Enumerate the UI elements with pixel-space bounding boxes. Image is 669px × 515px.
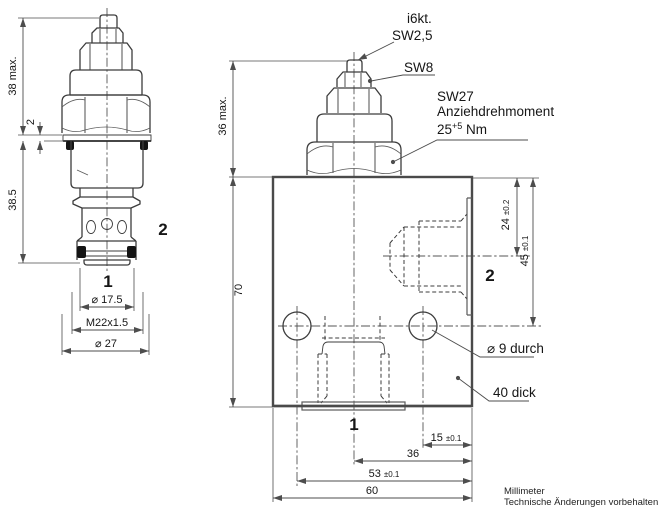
dim-175-text: ⌀ 17.5 bbox=[91, 294, 122, 306]
callout-hole-text: ⌀ 9 durch bbox=[487, 341, 544, 356]
dim-15-value: 15 bbox=[431, 432, 443, 444]
cartridge-cap-body bbox=[69, 69, 143, 96]
head-cap-nut bbox=[326, 87, 382, 113]
cross-hole-center bbox=[101, 218, 113, 230]
cartridge-nose-body bbox=[81, 208, 132, 237]
leader-sw8 bbox=[370, 74, 435, 82]
leader-sw27-dot bbox=[390, 159, 396, 165]
cartridge-seal-land bbox=[76, 236, 137, 260]
cartridge-port1-label: 1 bbox=[103, 272, 112, 291]
mounting-hole-right bbox=[408, 311, 438, 341]
dim-36max-text: 36 max. bbox=[217, 96, 229, 135]
cartridge-locknut-facets bbox=[99, 29, 117, 43]
callout-sw27-text: SW27 bbox=[437, 89, 474, 104]
callout-sw8-text: SW8 bbox=[404, 60, 433, 75]
head-hex-facets bbox=[332, 143, 376, 173]
dim-45-tol: ±0.1 bbox=[521, 235, 530, 251]
head-cap-nut-facets bbox=[337, 89, 370, 113]
port2-cavity bbox=[389, 197, 472, 316]
head-adjust-stem bbox=[346, 59, 363, 72]
dim-15-tol: ±0.1 bbox=[446, 434, 462, 443]
leader-thickness-dot bbox=[455, 375, 461, 381]
dim-53-text: 53±0.1 bbox=[369, 468, 400, 480]
backup-ring-lines bbox=[86, 250, 127, 257]
cartridge-flange bbox=[72, 188, 141, 209]
oring-right bbox=[140, 141, 148, 150]
dim-45-value: 45 bbox=[519, 254, 531, 266]
port1-counterbore bbox=[321, 341, 386, 355]
block-port1-label: 1 bbox=[349, 415, 358, 434]
footer-disclaimer-text: Technische Änderungen vorbehalten bbox=[504, 497, 658, 508]
dim-45-text: 45 ±0.1 bbox=[519, 235, 531, 266]
installed-valve-head bbox=[306, 59, 402, 175]
leader-thickness bbox=[457, 377, 529, 402]
cartridge-hex-facets bbox=[84, 97, 128, 133]
port1-thread-hidden bbox=[317, 353, 390, 404]
cartridge-dimensions: 38 max. 2 38.5 ⌀ 17.5 M22x1.5 ⌀ 27 bbox=[7, 17, 150, 355]
cartridge-hex-facet-arcs bbox=[61, 98, 151, 132]
head-hex-sw27 bbox=[306, 141, 402, 175]
cross-hole-right bbox=[117, 220, 127, 234]
port2-spotface bbox=[466, 197, 472, 316]
callout-sw25-text: SW2,5 bbox=[392, 28, 433, 43]
dim-38max-text: 38 max. bbox=[7, 56, 19, 95]
head-cap-body bbox=[316, 113, 393, 142]
callout-thickness-text: 40 dick bbox=[493, 385, 536, 400]
dim-70-text: 70 bbox=[233, 284, 245, 296]
callout-torque-label: Anziehdrehmoment bbox=[437, 104, 554, 119]
dim-175-extensions bbox=[79, 268, 135, 311]
cartridge-hex-sw27 bbox=[61, 94, 151, 133]
cross-hole-left bbox=[86, 220, 96, 234]
leader-hole bbox=[431, 329, 534, 358]
nose-seal-left bbox=[77, 246, 86, 258]
dim-60-text: 60 bbox=[366, 485, 378, 497]
torque-base: 25 bbox=[437, 122, 452, 137]
cartridge-port2-label: 2 bbox=[158, 220, 167, 239]
dim-24-value: 24 bbox=[500, 218, 512, 230]
thread-runout-mark bbox=[76, 169, 89, 176]
cartridge-side-view: 1 2 bbox=[61, 8, 168, 291]
torque-unit: Nm bbox=[462, 122, 487, 137]
leader-sw27 bbox=[392, 139, 528, 163]
cavity-nose-bore bbox=[324, 316, 381, 340]
mounting-hole-left bbox=[282, 311, 312, 341]
oring-left bbox=[66, 141, 74, 150]
dim-27-text: ⌀ 27 bbox=[95, 338, 117, 350]
dim-2-text: 2 bbox=[25, 119, 37, 125]
dim-m22-text: M22x1.5 bbox=[86, 317, 128, 329]
port1-cavity bbox=[273, 316, 472, 411]
footer-unit-text: Millimeter bbox=[504, 486, 545, 497]
callout-torque-value: 25+5 Nm bbox=[437, 121, 487, 137]
head-hex-facet-arcs bbox=[306, 145, 402, 174]
torque-sup: +5 bbox=[452, 121, 462, 131]
block-port2-label: 2 bbox=[485, 266, 494, 285]
dim-36-text: 36 bbox=[407, 448, 419, 460]
block-dimensions: 36 max. 70 24±0.2 45±0.1 15±0.1 36 53±0.… bbox=[217, 60, 539, 502]
callouts: i6kt. SW2,5 SW8 SW27 Anziehdrehmoment 25… bbox=[357, 11, 554, 402]
dim-24-tol: ±0.2 bbox=[502, 199, 511, 215]
port2-hidden-profile bbox=[389, 213, 468, 300]
cartridge-cap-nut-facets bbox=[89, 44, 123, 70]
dim-53-value: 53 bbox=[369, 468, 381, 480]
dim-53-tol: ±0.1 bbox=[384, 470, 400, 479]
cartridge-threaded-body bbox=[70, 141, 144, 189]
block-front-view: 2 1 bbox=[271, 52, 541, 486]
dim-385-text: 38.5 bbox=[7, 189, 19, 210]
dim-24-text: 24 ±0.2 bbox=[500, 199, 512, 230]
leader-sw8-dot bbox=[367, 78, 373, 84]
nose-seal-right bbox=[127, 246, 136, 258]
cartridge-nose-tip bbox=[83, 259, 131, 266]
cartridge-locknut bbox=[91, 27, 124, 43]
block-extension-lines bbox=[229, 60, 539, 502]
head-locknut-facets bbox=[344, 73, 362, 87]
dim-15-text: 15±0.1 bbox=[431, 432, 462, 444]
footer-notes: Millimeter Technische Änderungen vorbeha… bbox=[504, 486, 658, 508]
callout-hex-socket-text: i6kt. bbox=[407, 11, 432, 26]
cartridge-cap-nut bbox=[79, 42, 133, 70]
leader-sw25 bbox=[357, 41, 395, 61]
cartridge-adjust-stem bbox=[99, 14, 118, 28]
